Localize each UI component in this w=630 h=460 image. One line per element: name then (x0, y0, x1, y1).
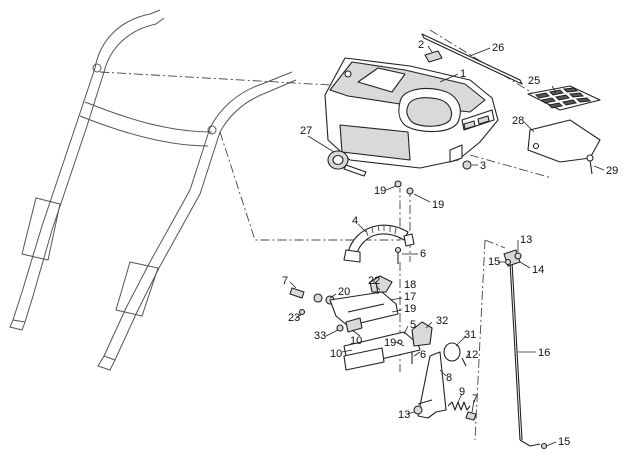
part-32-bracket (411, 321, 433, 347)
callout-7-upper: 7 (282, 275, 288, 287)
part-10-block-a (345, 317, 363, 333)
callout-13-upper: 13 (520, 234, 532, 246)
part-12-screw (461, 357, 467, 367)
part-4-arc-bracket (343, 224, 415, 263)
callout-19-a: 19 (374, 185, 386, 197)
callout-19-c: 19 (404, 303, 416, 315)
handle-frame (9, 9, 297, 371)
callout-15-lower: 15 (558, 436, 570, 448)
part-5-mounting-plate (343, 331, 421, 371)
part-27-knob (327, 150, 367, 177)
part-16-control-rod (509, 261, 541, 447)
callout-6-upper: 6 (420, 248, 426, 260)
callout-6-lower: 6 (420, 349, 426, 361)
part-2-clip (424, 50, 443, 63)
callout-18: 18 (404, 279, 416, 291)
callout-7-lower: 7 (472, 393, 478, 405)
part-19-screw-a (394, 180, 402, 188)
part-22-tab (369, 275, 393, 293)
callout-28: 28 (512, 115, 524, 127)
callout-12: 12 (466, 349, 478, 361)
part-7-pin-lower (465, 411, 477, 421)
callout-20: 20 (338, 286, 350, 298)
part-25-decal (527, 85, 601, 111)
part-13-washer-lower (413, 405, 423, 415)
callout-13-lower: 13 (398, 409, 410, 421)
part-7-pin-upper (289, 287, 305, 299)
part-15-clip-lower (540, 442, 548, 450)
callout-4: 4 (352, 215, 358, 227)
callout-10-upper: 10 (350, 335, 362, 347)
callout-17: 17 (404, 291, 416, 303)
callout-32: 32 (436, 315, 448, 327)
part-8-lever (417, 351, 447, 419)
part-9-spring (447, 401, 471, 411)
part-31-knob (443, 342, 461, 362)
part-26-strip (421, 33, 523, 85)
part-18-spring (375, 281, 379, 295)
callout-19-d: 19 (384, 337, 396, 349)
callout-33: 33 (314, 330, 326, 342)
callout-16: 16 (538, 347, 550, 359)
part-23-pin (298, 308, 306, 316)
part-3-nut (462, 160, 472, 170)
leader-lines (289, 45, 605, 447)
part-19-screw-b (406, 187, 414, 195)
callout-9: 9 (459, 386, 465, 398)
callout-26: 26 (492, 42, 504, 54)
part-33-washer (336, 324, 344, 332)
callout-23: 23 (288, 312, 300, 324)
part-28-hole (532, 142, 540, 150)
callout-10-lower: 10 (330, 348, 342, 360)
part-13-washer-upper (514, 252, 522, 260)
callout-29: 29 (606, 165, 618, 177)
callout-22: 22 (368, 275, 380, 287)
callout-2: 2 (418, 39, 424, 51)
callout-31: 31 (464, 329, 476, 341)
part-1-console-housing (324, 57, 499, 169)
part-29-screw (586, 154, 594, 175)
callout-14: 14 (532, 264, 544, 276)
callout-labels: 1 2 3 4 5 6 6 7 7 8 9 10 10 12 13 13 14 … (282, 39, 618, 448)
part-15-clip-upper (504, 258, 512, 266)
callout-8: 8 (446, 372, 452, 384)
callout-5: 5 (410, 319, 416, 331)
part-6-bolt-upper (394, 246, 402, 264)
callout-19-b: 19 (432, 199, 444, 211)
callout-25: 25 (528, 75, 540, 87)
callout-27: 27 (300, 125, 312, 137)
callout-15-upper: 15 (488, 256, 500, 268)
callout-1: 1 (460, 68, 466, 80)
callout-3: 3 (480, 160, 486, 172)
